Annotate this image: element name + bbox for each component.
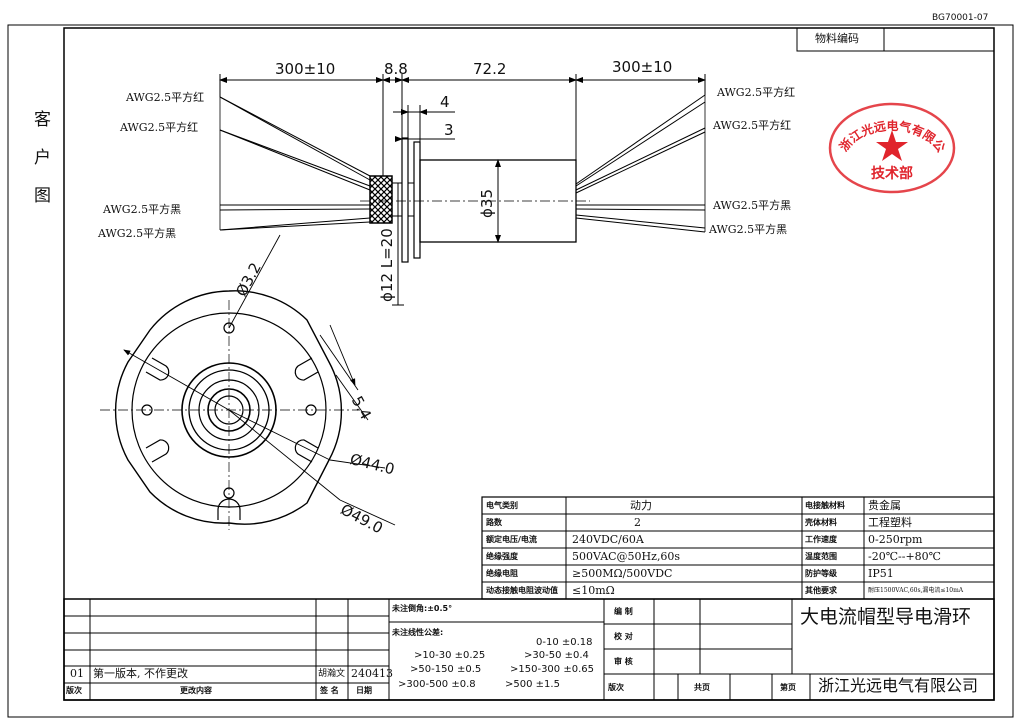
version-label: 版次 [608, 683, 624, 692]
flange [401, 137, 409, 263]
tol-item: >150-300 ±0.65 [510, 664, 594, 675]
side-view [219, 74, 706, 306]
company-stamp: 浙江光远电气有限公司 技术部 [828, 100, 956, 194]
dim-cable-left: 300±10 [275, 60, 336, 78]
dim-4: 4 [440, 93, 450, 111]
spec-key: 壳体材料 [805, 518, 837, 527]
tol-item: >500 ±1.5 [505, 679, 560, 690]
spec-key: 防护等级 [805, 569, 837, 578]
spec-key: 额定电压/电流 [486, 535, 537, 544]
flange-outline [114, 290, 343, 525]
wire-label-right: AWG2.5平方红 [713, 119, 792, 132]
spec-key: 工作速度 [805, 535, 837, 544]
rev-date: 240413 [351, 667, 393, 680]
spec-value: -20℃--+80℃ [868, 550, 941, 563]
title-block [63, 598, 995, 701]
spec-key: 绝缘强度 [486, 552, 518, 561]
rev-signer: 胡瀚文 [318, 669, 346, 679]
material-code-label: 物料编码 [815, 32, 859, 45]
tol-item: >300-500 ±0.8 [398, 679, 476, 690]
spec-value: 0-250rpm [868, 533, 923, 546]
spec-value: 耐压1500VAC,60s,漏电流≤10mA [868, 587, 964, 594]
outer-border [7, 24, 1014, 718]
page-label: 第页 [780, 683, 796, 692]
spec-key: 绝缘电阻 [486, 569, 518, 578]
wire-label-right: AWG2.5平方黑 [713, 199, 792, 212]
wire-label-left: AWG2.5平方红 [120, 121, 199, 134]
rev-content: 第一版本, 不作更改 [93, 667, 188, 680]
spec-value: ≤10mΩ [572, 584, 615, 597]
cable-gland [369, 175, 393, 224]
customer-drawing-char: 客 [34, 110, 51, 130]
tol-item: 0-10 ±0.18 [536, 637, 593, 648]
tol-item: >50-150 ±0.5 [410, 664, 482, 675]
spec-key: 路数 [486, 518, 502, 527]
spec-key: 其他要求 [805, 586, 837, 595]
wire-label-right: AWG2.5平方红 [717, 86, 796, 99]
spec-table [481, 496, 995, 600]
spec-key: 动态接触电阻波动值 [486, 586, 558, 595]
spec-value: 500VAC@50Hz,60s [572, 550, 681, 563]
total-pages-label: 共页 [694, 683, 710, 692]
spec-value: 贵金属 [868, 499, 901, 512]
dim-dia35: ϕ35 [478, 189, 496, 218]
hdr-sign: 签 名 [320, 686, 339, 695]
stamp-dept: 技术部 [871, 165, 913, 182]
front-view [100, 234, 396, 530]
angle-tolerance: 未注倒角:±0.5° [392, 604, 453, 613]
customer-drawing-char: 图 [34, 186, 51, 206]
dim-flange: 8.8 [384, 60, 408, 78]
hdr-version: 版次 [66, 686, 82, 695]
material-code-box [796, 27, 995, 52]
spec-value: 动力 [630, 499, 652, 512]
customer-drawing-char: 户 [34, 148, 51, 168]
approved-label: 审 核 [614, 657, 633, 666]
spec-value: IP51 [868, 567, 894, 580]
dim-3: 3 [444, 121, 454, 139]
spec-key: 电接触材料 [805, 501, 845, 510]
dim-body-len: 72.2 [473, 60, 507, 78]
spec-value: ≥500MΩ/500VDC [572, 567, 673, 580]
doc-code: BG70001-07 [932, 13, 989, 23]
dim-cable-right: 300±10 [612, 58, 673, 76]
spec-key: 电气类别 [486, 501, 518, 510]
drawn-label: 编 制 [614, 607, 633, 616]
dim-dia12: ϕ12 L=20 [378, 228, 396, 302]
company-name: 浙江光远电气有限公司 [818, 676, 979, 695]
rev-no: 01 [70, 667, 84, 680]
spec-value: 工程塑料 [868, 516, 912, 529]
wire-label-left: AWG2.5平方黑 [98, 227, 177, 240]
tol-item: >10-30 ±0.25 [414, 650, 486, 661]
spec-value: 240VDC/60A [572, 533, 644, 546]
hdr-date: 日期 [356, 686, 372, 695]
product-title: 大电流帽型导电滑环 [800, 606, 972, 628]
tol-item: >30-50 ±0.4 [524, 650, 589, 661]
hdr-change: 更改内容 [180, 686, 212, 695]
spec-value: 2 [634, 516, 641, 529]
wire-label-right: AWG2.5平方黑 [709, 223, 788, 236]
wire-label-left: AWG2.5平方黑 [103, 203, 182, 216]
linear-tolerance-label: 未注线性公差: [392, 628, 444, 637]
checked-label: 校 对 [614, 632, 633, 641]
wire-label-left: AWG2.5平方红 [126, 91, 205, 104]
spec-key: 温度范围 [805, 552, 837, 561]
